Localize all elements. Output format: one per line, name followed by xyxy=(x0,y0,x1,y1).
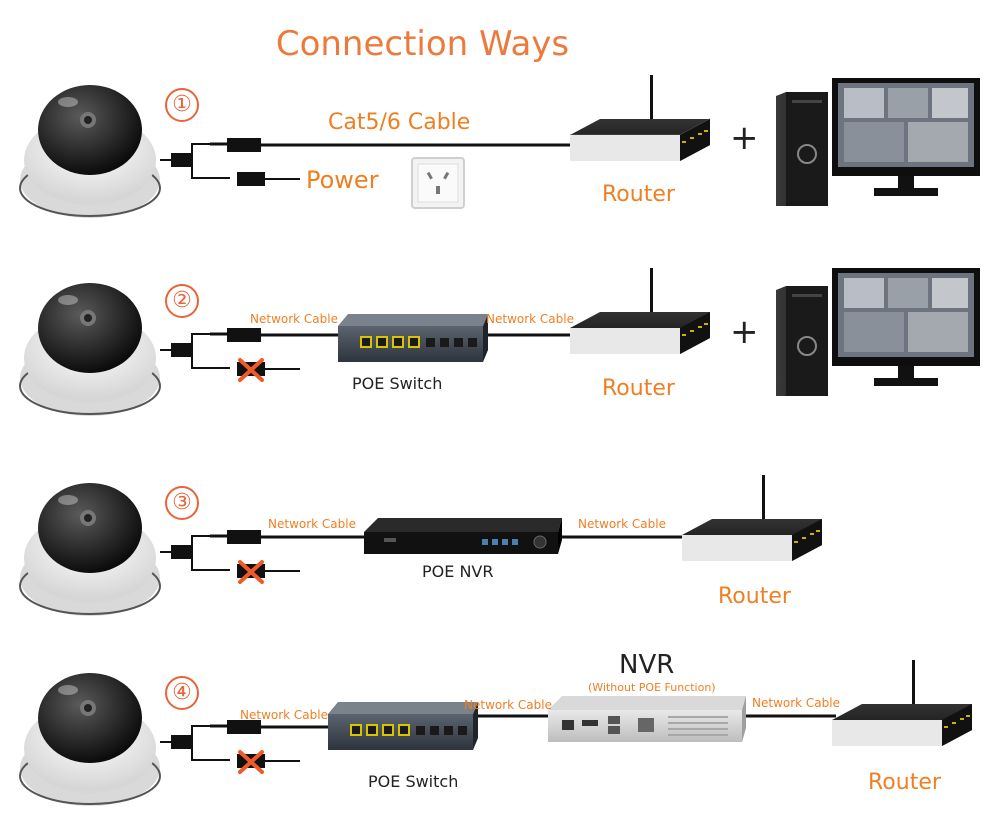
power-label: Power xyxy=(306,166,379,194)
dome-camera-icon xyxy=(19,85,161,218)
step-number-4: ④ xyxy=(165,676,199,710)
router-label: Router xyxy=(602,376,675,401)
network-cable-label: Network Cable xyxy=(486,312,574,326)
nvr-title: NVR xyxy=(619,650,675,680)
power-outlet-icon xyxy=(411,157,465,209)
step-number-3: ③ xyxy=(165,486,199,520)
router-label: Router xyxy=(602,182,675,207)
nvr-icon xyxy=(364,518,562,554)
desktop-computer-icon xyxy=(776,286,828,396)
router-icon xyxy=(682,475,822,561)
page-title: Connection Ways xyxy=(275,24,570,64)
poe-switch-icon xyxy=(328,702,478,750)
network-cable-label: Network Cable xyxy=(752,696,840,710)
cross-icon xyxy=(238,560,264,584)
network-cable-label: Network Cable xyxy=(240,708,328,722)
step-number-2: ② xyxy=(165,284,199,318)
desktop-computer-icon xyxy=(776,92,828,206)
step-number-1: ① xyxy=(165,88,199,122)
monitor-icon xyxy=(832,78,980,196)
router-icon xyxy=(570,75,711,161)
cable-label: Cat5/6 Cable xyxy=(328,110,471,135)
nvr-note: (Without POE Function) xyxy=(588,681,716,694)
cross-icon xyxy=(238,750,264,774)
router-icon xyxy=(570,268,710,354)
cable-row-3 xyxy=(160,530,685,578)
poe-switch-label: POE Switch xyxy=(352,374,443,393)
cross-icon xyxy=(238,358,264,382)
dome-camera-icon xyxy=(19,283,161,416)
network-cable-label: Network Cable xyxy=(464,698,552,712)
router-label: Router xyxy=(868,770,941,795)
network-cable-label: Network Cable xyxy=(268,517,356,531)
dome-camera-icon xyxy=(19,673,161,806)
router-icon xyxy=(832,660,972,746)
network-cable-label: Network Cable xyxy=(250,312,338,326)
nvr-icon xyxy=(548,696,746,742)
network-cable-label: Network Cable xyxy=(578,517,666,531)
poe-switch-label: POE Switch xyxy=(368,772,459,791)
dome-camera-icon xyxy=(19,483,161,616)
plus-sign: + xyxy=(730,118,759,158)
router-label: Router xyxy=(718,584,791,609)
cable-row-1 xyxy=(160,138,572,186)
poe-switch-icon xyxy=(338,314,488,362)
poe-nvr-label: POE NVR xyxy=(422,562,494,581)
monitor-icon xyxy=(832,268,980,386)
plus-sign: + xyxy=(730,312,759,352)
